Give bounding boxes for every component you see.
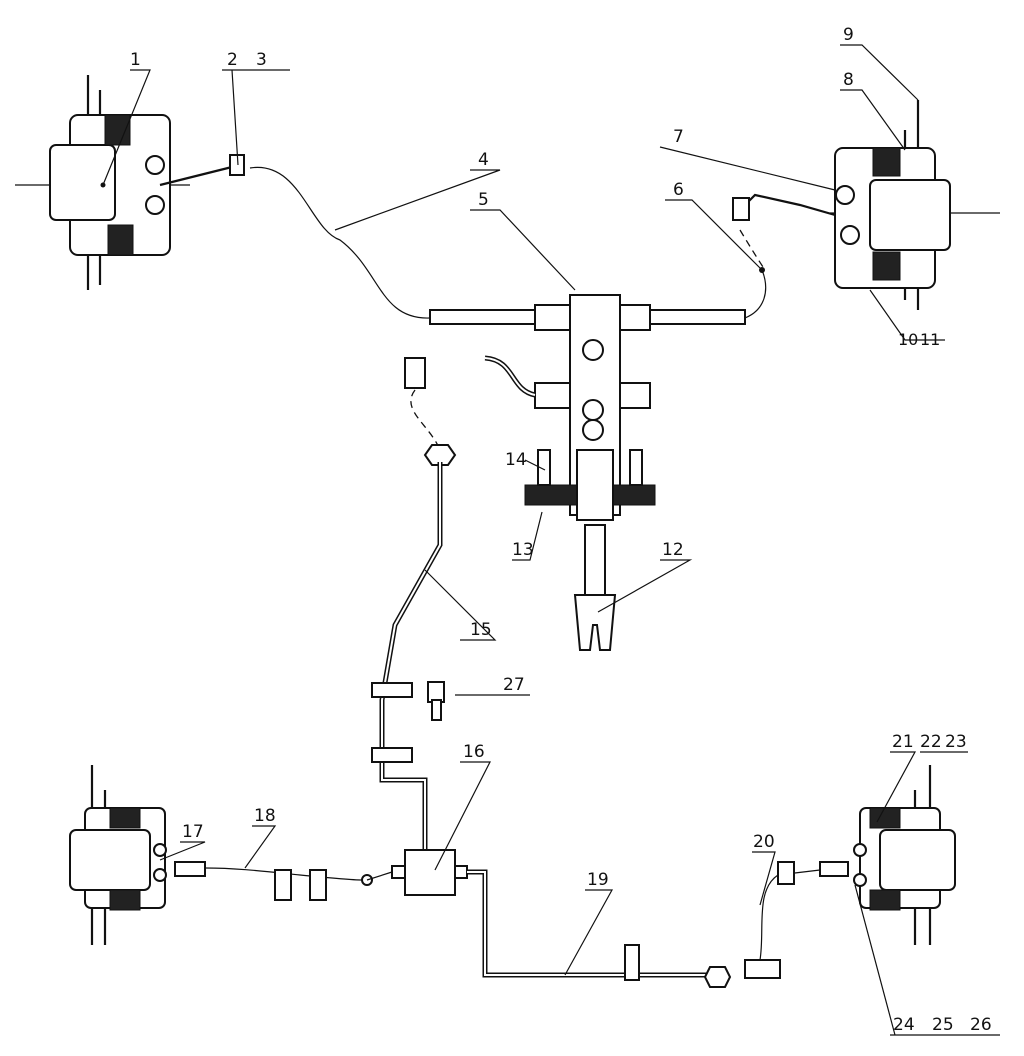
callout-18: 18 <box>254 806 276 826</box>
callout-19: 19 <box>587 870 609 890</box>
caliper-front-right <box>732 100 1000 310</box>
callout-15: 15 <box>470 620 492 640</box>
callout-2: 2 <box>227 50 238 70</box>
leader-lines <box>100 44 1000 1036</box>
callout-20: 20 <box>753 832 775 852</box>
master-cylinder <box>524 294 656 651</box>
callout-13: 13 <box>512 540 534 560</box>
callout-3: 3 <box>256 50 267 70</box>
callout-5: 5 <box>478 190 489 210</box>
callout-25: 25 <box>932 1015 954 1035</box>
callout-24: 24 <box>893 1015 915 1035</box>
caliper-rear-right <box>853 765 956 945</box>
callout-1: 1 <box>130 50 141 70</box>
callout-14: 14 <box>505 450 527 470</box>
callout-11: 11 <box>920 330 940 349</box>
callout-21: 21 <box>892 732 914 752</box>
callout-labels: 1 2 3 4 5 6 7 8 9 10 11 12 13 14 15 16 1… <box>130 25 992 1035</box>
callout-9: 9 <box>843 25 854 45</box>
callout-16: 16 <box>463 742 485 762</box>
callout-4: 4 <box>478 150 489 170</box>
callout-10: 10 <box>898 330 918 349</box>
callout-27: 27 <box>503 675 525 695</box>
proportioning-valve <box>404 849 456 896</box>
callout-23: 23 <box>945 732 967 752</box>
callout-22: 22 <box>920 732 942 752</box>
caliper-rear-left <box>69 765 167 945</box>
callout-26: 26 <box>970 1015 992 1035</box>
callout-6: 6 <box>673 180 684 200</box>
callout-17: 17 <box>182 822 204 842</box>
caliper-front-left <box>15 75 245 290</box>
callout-8: 8 <box>843 70 854 90</box>
callout-12: 12 <box>662 540 684 560</box>
callout-7: 7 <box>673 127 684 147</box>
